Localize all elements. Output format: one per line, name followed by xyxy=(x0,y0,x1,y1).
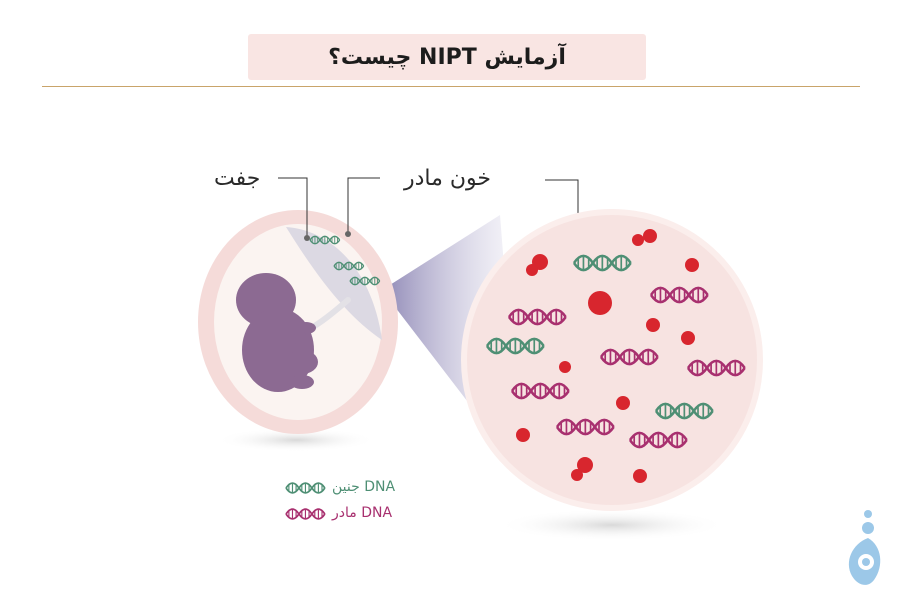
legend-maternal-dna-label: DNA مادر xyxy=(332,505,392,521)
placenta-label: جفت xyxy=(214,166,260,191)
blood-shadow xyxy=(497,509,727,541)
placenta-pointer-dot xyxy=(304,235,310,241)
maternal-blood-label: خون مادر xyxy=(404,166,491,191)
legend-fetal-dna-label: DNA جنین xyxy=(332,479,395,495)
blood-pointer-dot xyxy=(345,231,351,237)
legend-maternal-dna-icon xyxy=(286,509,325,519)
pregnancy-logo xyxy=(849,510,880,585)
legend-fetal-dna-icon xyxy=(286,483,325,493)
